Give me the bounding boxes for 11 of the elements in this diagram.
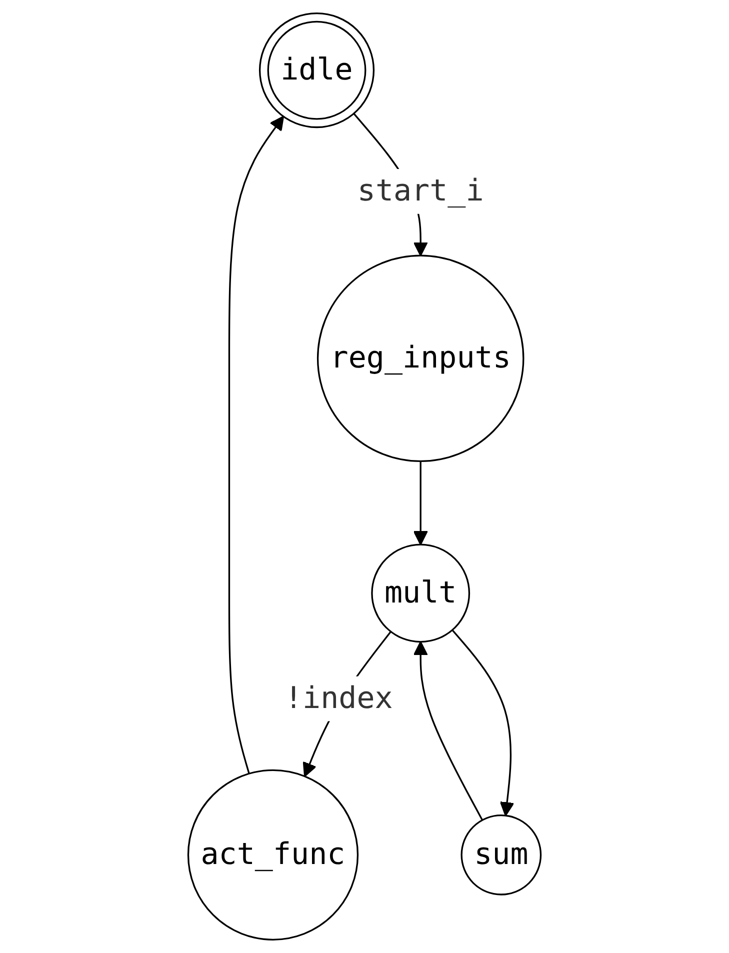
arrow [413,641,484,820]
node-circle: reg_inputs [316,254,524,462]
node-circle: idle [258,12,375,128]
edge-label: start_i [357,174,484,209]
arrow [228,116,284,774]
arrow [452,629,514,816]
arrow [413,461,428,546]
node-circle: sum [460,814,542,896]
edge-label: !index [284,681,393,716]
node-circle: act_func [187,769,359,940]
node-circle: mult [371,544,470,643]
